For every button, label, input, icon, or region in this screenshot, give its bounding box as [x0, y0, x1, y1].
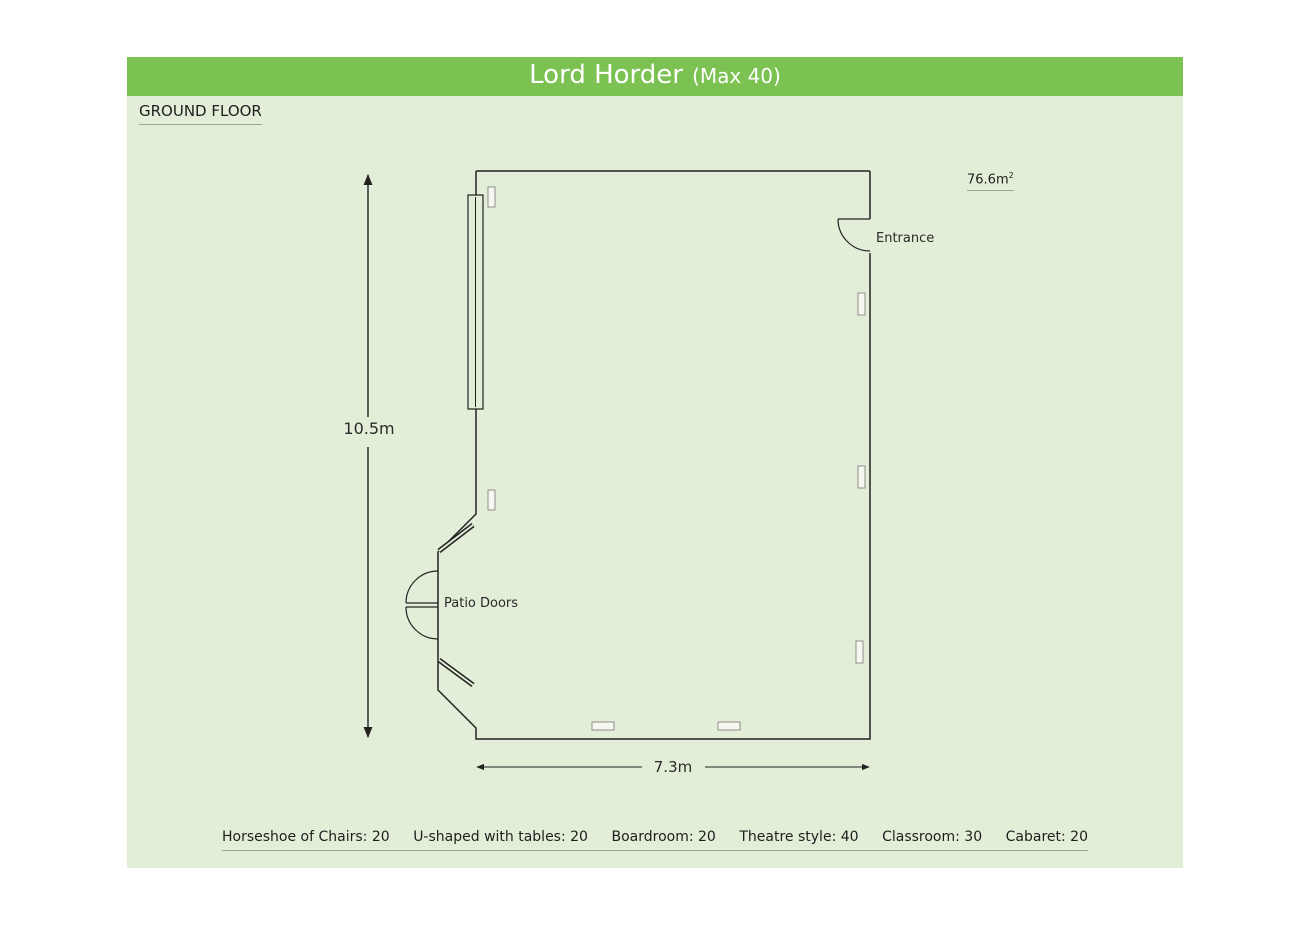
socket — [857, 465, 866, 489]
capacity-classroom: Classroom: 30 — [882, 829, 983, 845]
room-outline — [437, 170, 871, 740]
capacity-horseshoe: Horseshoe of Chairs: 20 — [222, 829, 390, 845]
area-label: 76.6m2 — [967, 171, 1014, 192]
max-capacity: (Max 40) — [692, 64, 781, 88]
width-dimension: 7.3m — [476, 758, 870, 776]
floor-label: GROUND FLOOR — [139, 102, 262, 125]
socket — [855, 640, 864, 664]
capacity-list: Horseshoe of Chairs: 20 U-shaped with ta… — [222, 829, 1088, 851]
area-value: 76.6m — [967, 172, 1009, 188]
socket — [487, 186, 496, 208]
patio-doors — [405, 570, 439, 640]
socket — [857, 292, 866, 316]
width-label: 7.3m — [654, 758, 692, 776]
entrance-label: Entrance — [876, 231, 934, 246]
title-bar: Lord Horder (Max 40) — [127, 57, 1183, 96]
height-label: 10.5m — [343, 419, 394, 438]
socket — [717, 721, 741, 731]
capacity-cabaret: Cabaret: 20 — [1005, 829, 1088, 845]
room-name: Lord Horder — [529, 60, 683, 90]
patio-side-window-upper — [437, 523, 475, 553]
capacity-theatre: Theatre style: 40 — [739, 829, 859, 845]
area-unit-superscript: 2 — [1008, 171, 1014, 180]
capacity-u-shaped: U-shaped with tables: 20 — [413, 829, 588, 845]
entrance-door — [837, 218, 871, 252]
patio-side-window-lower — [437, 657, 475, 688]
height-dimension: 10.5m — [343, 173, 395, 739]
floor-plan: 10.5m 7.3m Entrance Patio Doors — [343, 170, 934, 776]
window — [467, 194, 484, 410]
socket — [591, 721, 615, 731]
power-sockets — [487, 186, 866, 731]
socket — [487, 489, 496, 511]
capacity-boardroom: Boardroom: 20 — [611, 829, 716, 845]
patio-doors-label: Patio Doors — [444, 596, 518, 611]
floor-plan-sheet: Lord Horder (Max 40) GROUND FLOOR 76.6m2 — [127, 57, 1183, 868]
